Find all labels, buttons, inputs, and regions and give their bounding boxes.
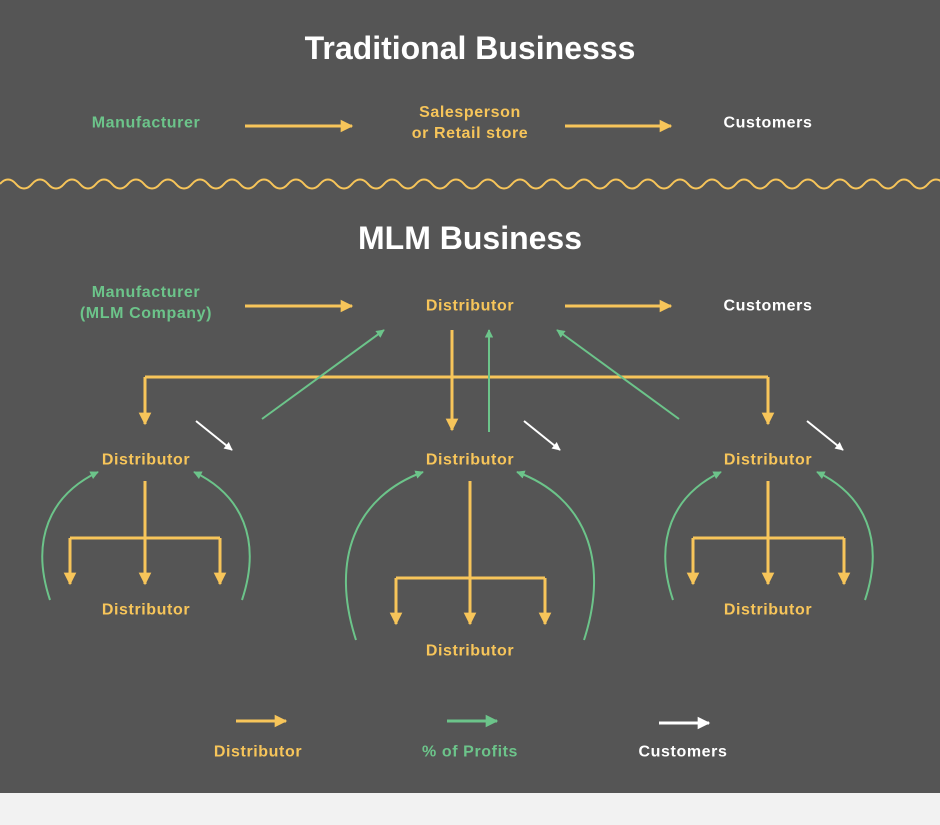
right-sub-distributor-label: Distributor (723, 601, 813, 619)
left-cluster (41, 471, 251, 601)
legend-customers-label: Customers (638, 743, 728, 761)
top-distribution-connectors (138, 330, 775, 432)
traditional-business-title: Traditional Businesss (304, 30, 636, 66)
right-cluster (664, 471, 874, 601)
center-sub-distributor-label: Distributor (425, 642, 515, 660)
mlm-top-distributor-label: Distributor (425, 297, 515, 315)
traditional-manufacturer-label: Manufacturer (91, 114, 201, 132)
center-distributor-label: Distributor (425, 451, 515, 469)
diagram-canvas: Traditional Businesss MLM Business Manuf… (0, 0, 940, 793)
left-sub-distributor-label: Distributor (101, 601, 191, 619)
profit-arrow-left-to-top (261, 329, 385, 420)
center-cluster (344, 470, 596, 641)
legend-profits-label: % of Profits (421, 743, 519, 761)
top-profit-connectors (261, 329, 680, 432)
legend-distributor-label: Distributor (213, 743, 303, 761)
diagram-connectors (0, 119, 940, 730)
legend-arrows (236, 714, 711, 730)
traditional-customers-label: Customers (723, 114, 813, 132)
traditional-salesperson-label: Salesperson or Retail store (411, 104, 529, 142)
profit-arrow-right-to-top (556, 329, 680, 420)
mlm-customers-label: Customers (723, 297, 813, 315)
customer-arrow-center (523, 420, 561, 451)
mlm-business-title: MLM Business (357, 220, 583, 256)
customer-arrow-right (806, 420, 844, 451)
wavy-divider (0, 178, 940, 190)
mlm-manufacturer-label: Manufacturer (MLM Company) (79, 284, 213, 322)
customer-arrows (195, 420, 844, 451)
right-distributor-label: Distributor (723, 451, 813, 469)
bottom-strip (0, 793, 940, 825)
left-distributor-label: Distributor (101, 451, 191, 469)
customer-arrow-left (195, 420, 233, 451)
